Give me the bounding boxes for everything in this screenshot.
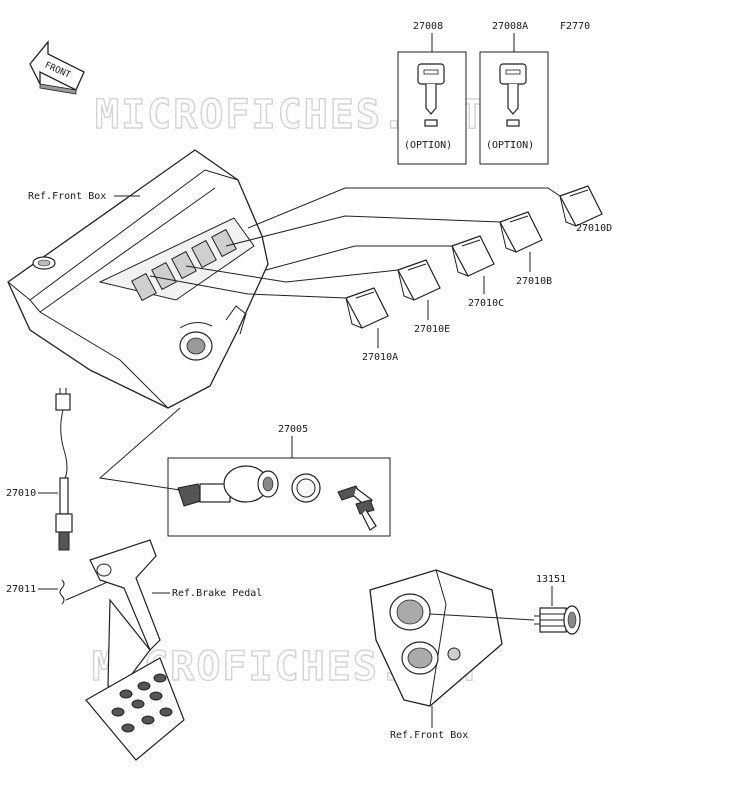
- brake-pedal-icon: [85, 539, 185, 761]
- part-label-27010e: 27010E: [414, 324, 450, 335]
- ref-front-box-top: Ref.Front Box: [28, 191, 106, 202]
- part-label-27011: 27011: [6, 584, 36, 595]
- front-box-panel: [7, 149, 269, 409]
- part-label-27008: 27008: [413, 21, 443, 32]
- ref-brake-pedal: Ref.Brake Pedal: [172, 588, 262, 599]
- key-option-a: 27008 (OPTION): [397, 21, 467, 165]
- part-label-27010a: 27010A: [362, 352, 398, 363]
- part-label-27008a: 27008A: [492, 21, 528, 32]
- ref-front-box-bottom: Ref.Front Box: [390, 730, 468, 741]
- ignition-switch-icon: [177, 465, 279, 507]
- rocker-switch-27010e: [397, 259, 441, 301]
- part-label-27005: 27005: [278, 424, 308, 435]
- rocker-switch-27010d: [559, 185, 603, 227]
- rocker-switch-27010c: [451, 235, 495, 277]
- rocker-switch-27010a: [345, 287, 389, 329]
- ignition-nut-icon: [291, 473, 321, 503]
- option-label-a: (OPTION): [404, 140, 452, 151]
- part-label-27010: 27010: [6, 488, 36, 499]
- ignition-keys-icon: [337, 485, 377, 531]
- front-arrow-icon: FRONT: [29, 40, 85, 95]
- spring-icon: [59, 579, 65, 605]
- power-socket-icon: [534, 605, 581, 635]
- figure-code: F2770: [560, 21, 590, 32]
- brake-switch-icon: [55, 388, 73, 551]
- rocker-switch-27010b: [499, 211, 543, 253]
- part-label-27010d: 27010D: [576, 223, 612, 234]
- key-icon: [417, 63, 445, 127]
- part-label-27010c: 27010C: [468, 298, 504, 309]
- option-label-b: (OPTION): [486, 140, 534, 151]
- part-label-27010b: 27010B: [516, 276, 552, 287]
- key-icon: [499, 63, 527, 127]
- key-option-b: 27008A (OPTION): [479, 21, 549, 165]
- part-label-13151: 13151: [536, 574, 566, 585]
- front-box-lower-section: [369, 569, 503, 707]
